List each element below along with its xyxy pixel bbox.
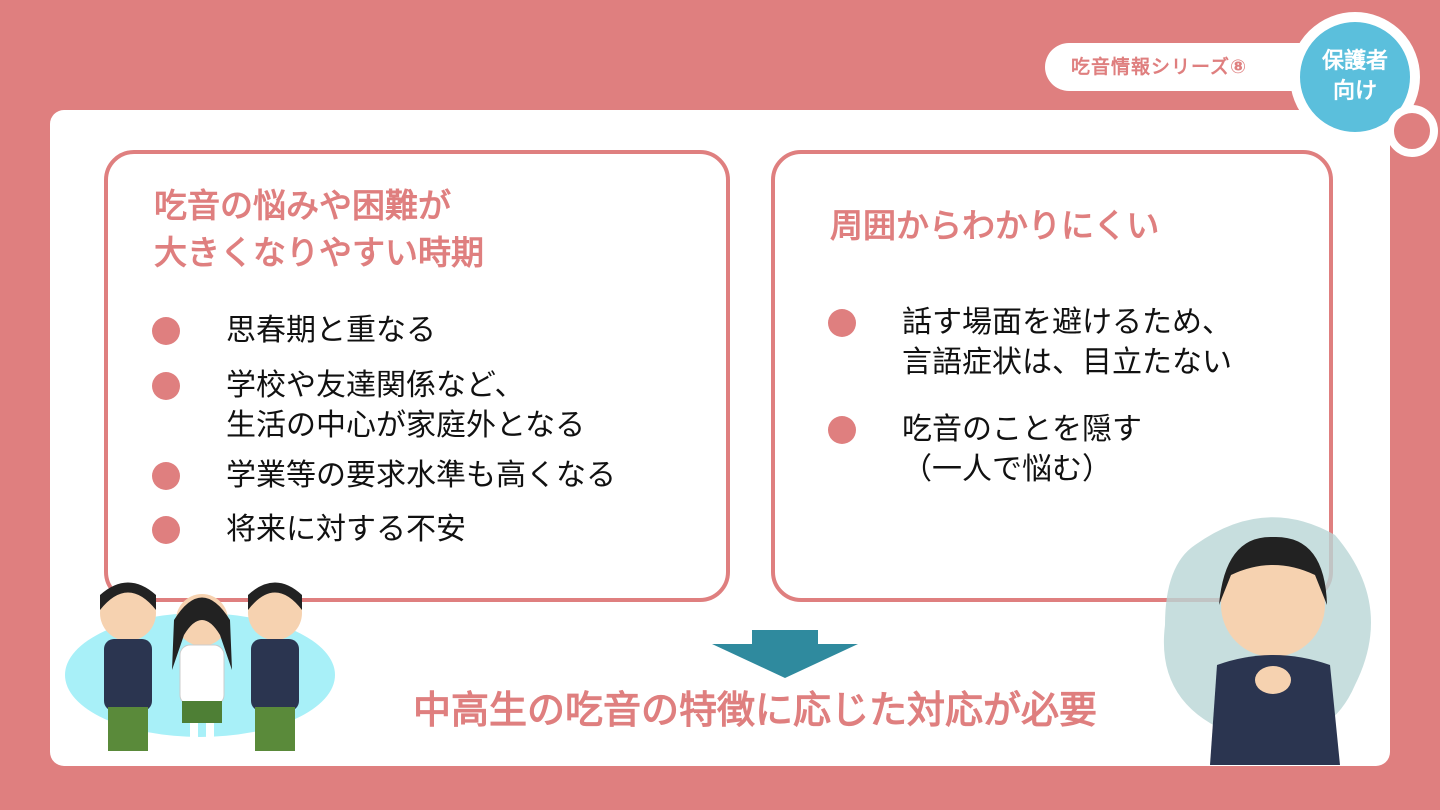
bullet-icon <box>152 462 180 490</box>
item-text: 思春期と重なる <box>226 313 436 348</box>
conclusion-text: 中高生の吃音の特徴に応じた対応が必要 <box>412 688 1097 732</box>
difficulty-title: 吃音の悩みや困難が 大きくなりやすい時期 <box>154 182 484 276</box>
list-item: 話す場面を避けるため、言語症状は、目立たない <box>828 303 1232 383</box>
item-text: 将来に対する不安 <box>226 512 466 547</box>
series-label: 吃音情報シリーズ⑧ <box>1045 43 1325 91</box>
audience-line1: 保護者 <box>1321 49 1388 74</box>
item-text: （一人で悩む） <box>902 452 1112 487</box>
list-item: 学業等の要求水準も高くなる <box>152 456 616 496</box>
worried-student-illustration <box>1163 517 1371 765</box>
decorative-ring <box>1386 105 1438 157</box>
bullet-icon <box>828 416 856 444</box>
audience-badge: 保護者 向け <box>1290 12 1420 142</box>
student-boy-icon <box>100 582 156 751</box>
item-text: 学校や友達関係など、 <box>226 368 525 403</box>
bullet-icon <box>828 309 856 337</box>
item-text: 吃音のことを隠す <box>902 412 1142 447</box>
title-line: 吃音の悩みや困難が <box>154 186 451 225</box>
item-text: 生活の中心が家庭外となる <box>226 408 586 443</box>
bullet-icon <box>152 317 180 345</box>
list-item: 学校や友達関係など、生活の中心が家庭外となる <box>152 366 585 446</box>
list-item: 将来に対する不安 <box>152 510 466 550</box>
student-boy-icon <box>248 582 302 751</box>
item-text: 話す場面を避けるため、 <box>902 305 1232 340</box>
bullet-icon <box>152 372 180 400</box>
students-illustration <box>65 582 335 751</box>
difficulty-box <box>104 150 730 602</box>
audience-line2: 向け <box>1332 79 1377 104</box>
item-text: 言語症状は、目立たない <box>902 345 1232 380</box>
item-text: 学業等の要求水準も高くなる <box>226 458 616 493</box>
bullet-icon <box>152 516 180 544</box>
list-item: 吃音のことを隠す （一人で悩む） <box>828 410 1142 490</box>
student-girl-icon <box>172 594 232 751</box>
title-line: 大きくなりやすい時期 <box>154 233 484 272</box>
list-item: 思春期と重なる <box>152 311 436 351</box>
hidden-title: 周囲からわかりにくい <box>830 206 1160 245</box>
down-arrow-icon <box>712 630 858 678</box>
